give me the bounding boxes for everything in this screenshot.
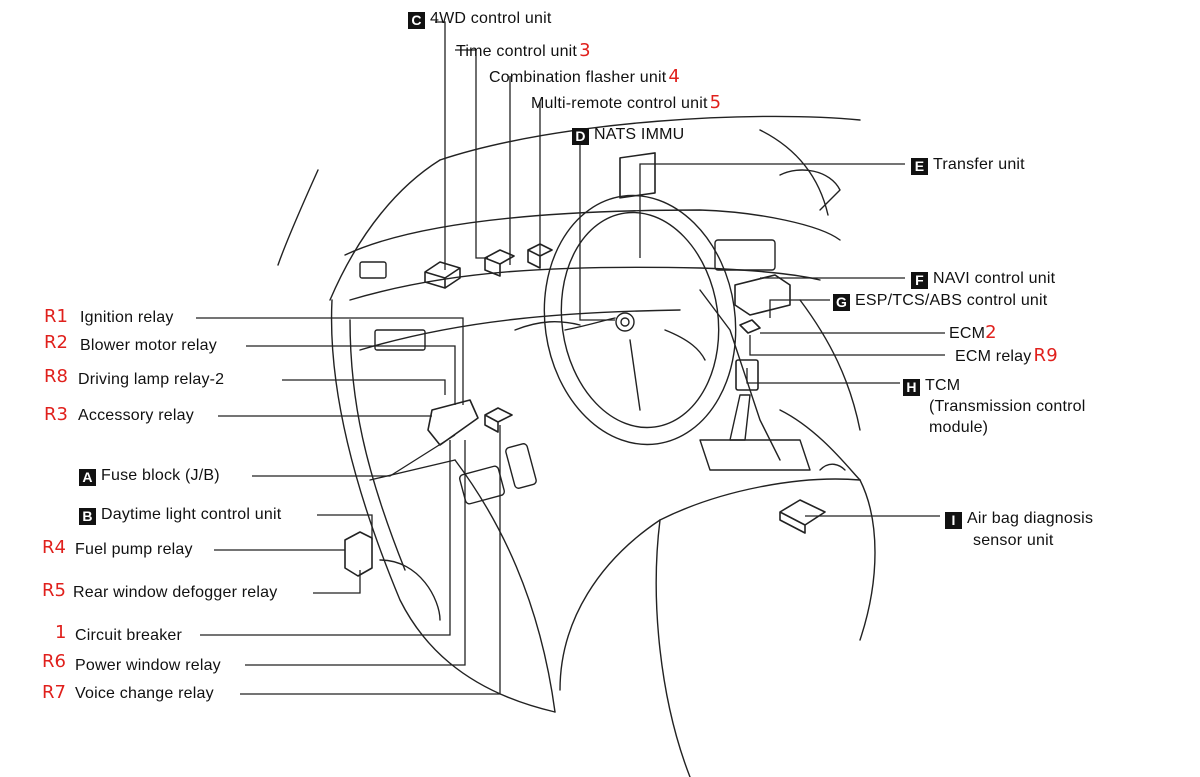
- code-r2: R2: [44, 332, 68, 353]
- leader-c4wd: [435, 21, 446, 270]
- leader-blower: [246, 345, 456, 405]
- badge-b: B: [79, 508, 96, 525]
- badge-d: D: [572, 128, 589, 145]
- code-r1: R1: [44, 306, 68, 327]
- leader-powerwin: [245, 440, 466, 666]
- seat-side: [779, 409, 861, 481]
- shifter-base: [699, 439, 811, 471]
- leader-voice: [240, 425, 501, 695]
- door-lower: [369, 459, 456, 481]
- leader-driving: [282, 379, 446, 395]
- badge-e: E: [911, 158, 928, 175]
- label-circuit-breaker: Circuit breaker: [75, 627, 183, 644]
- a-pillar: [329, 159, 441, 301]
- door-pocket: [379, 559, 441, 621]
- code-2: 2: [985, 322, 997, 343]
- seat-edge: [655, 519, 691, 777]
- steering-spoke-lower: [629, 339, 641, 411]
- pedal-left: [458, 465, 506, 505]
- dash-lower: [359, 309, 681, 351]
- leader-tcm: [746, 368, 900, 384]
- code-1: 1: [55, 622, 67, 643]
- label-rear-window-defogger-relay: Rear window defogger relay: [73, 584, 278, 601]
- pedal-right: [505, 443, 537, 489]
- nav-screen: [714, 239, 776, 271]
- label-ecm: ECM2: [949, 322, 997, 343]
- steering-spoke-left: [564, 317, 616, 331]
- windshield-top: [439, 115, 861, 161]
- code-5: 5: [709, 92, 722, 113]
- leader-time: [455, 49, 488, 259]
- badge-g: G: [833, 294, 850, 311]
- label-blower-motor-relay: Blower motor relay: [80, 337, 217, 354]
- badge-i: I: [945, 512, 962, 529]
- label-voice-change-relay: Voice change relay: [75, 685, 214, 702]
- left-vent: [359, 261, 387, 279]
- windshield-left-edge: [277, 169, 319, 266]
- leader-fuse: [252, 434, 456, 477]
- headrest: [819, 463, 846, 471]
- label-ignition-relay: Ignition relay: [80, 309, 174, 326]
- code-r8: R8: [44, 366, 68, 387]
- badge-a: A: [79, 469, 96, 486]
- leader-transfer: [639, 163, 905, 258]
- seat-cushion: [859, 479, 876, 641]
- console-side: [799, 299, 861, 431]
- leader-ign: [196, 317, 464, 405]
- code-r6: R6: [42, 651, 66, 672]
- leader-rearwin: [313, 570, 361, 594]
- code-4: 4: [668, 66, 680, 87]
- steering-wheel-outer: [543, 194, 737, 446]
- dash-top: [344, 209, 841, 256]
- leader-ecmrelay: [749, 335, 945, 356]
- code-r9: R9: [1033, 345, 1058, 366]
- steering-spoke-right: [664, 329, 706, 361]
- ignition-switch: [615, 312, 635, 332]
- badge-c: C: [408, 12, 425, 29]
- code-r4: R4: [42, 537, 66, 558]
- label-fuel-pump-relay: Fuel pump relay: [75, 541, 193, 558]
- leader-nats: [579, 140, 615, 321]
- badge-h: H: [903, 379, 920, 396]
- code-r3: R3: [44, 404, 68, 425]
- badge-f: F: [911, 272, 928, 289]
- door-frame: [330, 299, 556, 713]
- component-boxes: [344, 152, 826, 577]
- steering-wheel-inner: [560, 211, 720, 429]
- glovebox-area: [374, 329, 426, 351]
- label-power-window-relay: Power window relay: [75, 657, 221, 674]
- label-accessory-relay: Accessory relay: [78, 407, 194, 424]
- door-inner: [349, 319, 406, 571]
- mirror: [779, 169, 841, 211]
- column-stalk: [514, 321, 581, 331]
- label-driving-lamp-relay-2: Driving lamp relay-2: [78, 371, 225, 388]
- leader-daytime: [317, 514, 373, 540]
- code-3: 3: [579, 40, 591, 61]
- floor-line: [454, 459, 556, 713]
- code-r5: R5: [42, 580, 66, 601]
- leader-esp: [769, 299, 830, 318]
- code-r7: R7: [42, 682, 66, 703]
- leader-breaker: [200, 440, 451, 636]
